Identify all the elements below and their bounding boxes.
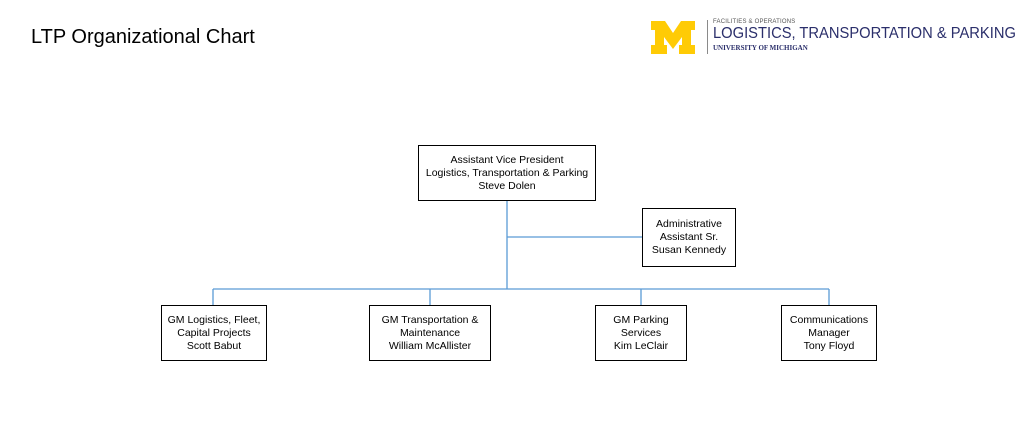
- node-role-line-1: Communications: [789, 313, 869, 326]
- node-person-name: Kim LeClair: [613, 339, 669, 352]
- logo-divider: [707, 20, 708, 54]
- node-person-name: Scott Babut: [186, 339, 242, 352]
- node-role-line-1: GM Transportation &: [381, 313, 479, 326]
- node-assistant-vice-president: Assistant Vice President Logistics, Tran…: [418, 145, 596, 201]
- node-person-name: William McAllister: [388, 339, 472, 352]
- block-m-icon: [651, 21, 695, 54]
- logo-unit-name: LOGISTICS, TRANSPORTATION & PARKING: [713, 25, 1016, 42]
- node-role-line-2: Logistics, Transportation & Parking: [425, 166, 589, 179]
- node-role-line-2: Manager: [808, 326, 850, 339]
- node-administrative-assistant: Administrative Assistant Sr. Susan Kenne…: [642, 208, 736, 267]
- node-role-line-1: Administrative: [656, 218, 722, 230]
- logo-department-label: FACILITIES & OPERATIONS: [713, 19, 796, 25]
- node-role-line-2: Services: [620, 326, 662, 339]
- node-gm-parking: GM Parking Services Kim LeClair: [595, 305, 687, 361]
- node-person-name: Steve Dolen: [478, 179, 536, 192]
- node-role-line-2: Capital Projects: [177, 326, 251, 339]
- page-title: LTP Organizational Chart: [31, 26, 255, 48]
- node-role-line-1: Assistant Vice President: [450, 153, 564, 166]
- logo-university-name: UNIVERSITY OF MICHIGAN: [713, 44, 808, 52]
- node-gm-logistics: GM Logistics, Fleet, Capital Projects Sc…: [161, 305, 267, 361]
- node-role-line-2: Maintenance: [399, 326, 461, 339]
- node-role-line-1: GM Parking: [613, 313, 669, 326]
- node-role-line-2: Assistant Sr.: [659, 231, 719, 243]
- node-role-line-1: GM Logistics, Fleet,: [167, 313, 261, 326]
- node-gm-transportation: GM Transportation & Maintenance William …: [369, 305, 491, 361]
- node-person-name: Tony Floyd: [803, 339, 855, 352]
- node-communications-manager: Communications Manager Tony Floyd: [781, 305, 877, 361]
- node-person-name: Susan Kennedy: [651, 244, 727, 256]
